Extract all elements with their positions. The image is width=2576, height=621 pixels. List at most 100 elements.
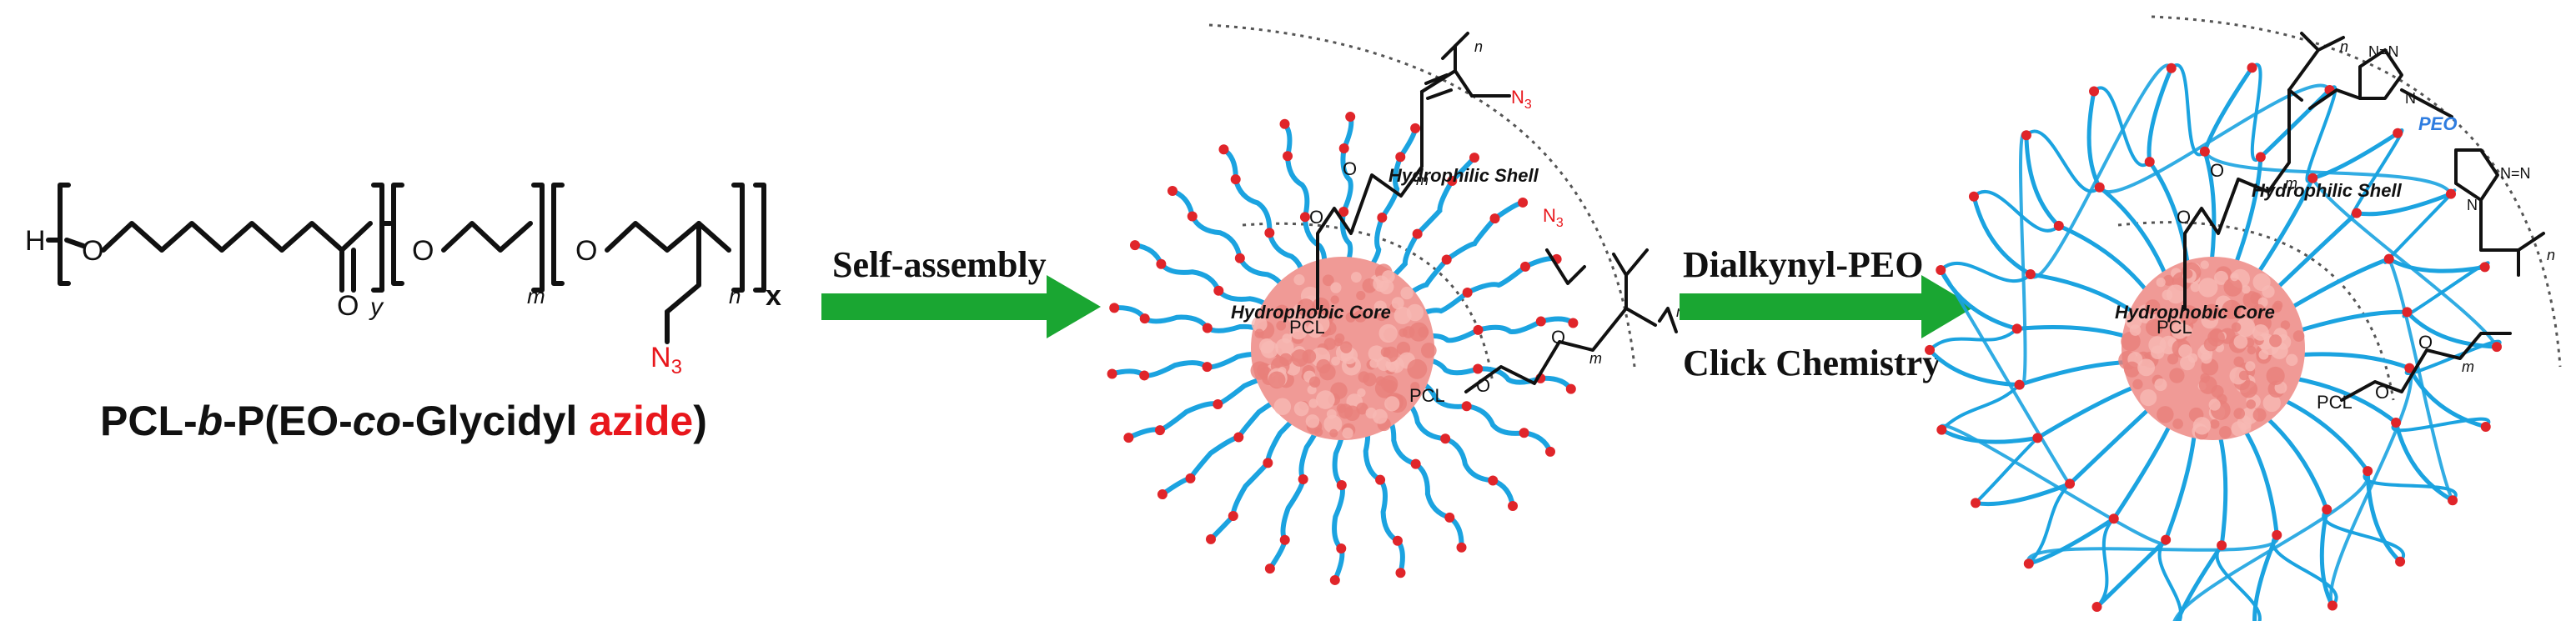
core-texture <box>1279 353 1293 366</box>
azide-dot <box>1456 542 1467 553</box>
oxygen-atom-1: O <box>82 235 103 267</box>
core-texture <box>2245 361 2256 372</box>
core-texture <box>2233 408 2246 419</box>
core-texture <box>1293 274 1305 286</box>
core-texture <box>2280 320 2291 330</box>
m1-oxygen-c: O <box>1476 375 1490 396</box>
core-texture <box>1382 270 1395 283</box>
core-texture <box>2145 318 2163 337</box>
triazole-dot <box>2011 323 2022 334</box>
step1-label: Self-assembly <box>832 244 1047 285</box>
micelle-2: PCL PCL O O O O n n m m N=N N N=N N PEO … <box>1925 15 2562 621</box>
crosslinked-chain <box>1938 268 2142 343</box>
peg-chain <box>1407 256 1559 322</box>
core-texture <box>1384 396 1400 412</box>
polymer-atoms: H O O O O y m n x N3 <box>25 225 781 378</box>
azide-dot <box>1129 240 1140 251</box>
triazole-dot <box>2094 182 2105 193</box>
subscript-y: y <box>369 293 384 321</box>
azide-label: N3 <box>650 342 682 378</box>
azide-dot <box>1154 425 1165 436</box>
core-texture <box>2157 406 2174 423</box>
azide-dot <box>1345 112 1356 123</box>
azide-dot <box>1473 363 1484 374</box>
core-texture <box>1254 328 1264 338</box>
shell-arc-2 <box>2151 15 2562 368</box>
m2-triazole-n-d: N <box>2467 197 2478 213</box>
subscript-x: x <box>766 280 781 312</box>
m2-sub-n-a: n <box>2340 38 2348 55</box>
micelle-1-zoom-structure <box>1316 32 1678 393</box>
triazole-dot <box>2021 130 2031 141</box>
core-texture <box>1356 290 1366 301</box>
micelle-1: PCL PCL O O O O n n m m N3 N3 Hydrophili… <box>1107 23 1685 585</box>
core-texture <box>2169 368 2185 383</box>
azide-dot <box>1167 186 1178 197</box>
azide-dot <box>1338 207 1349 218</box>
core-texture <box>2252 408 2267 422</box>
core-texture <box>1276 320 1287 331</box>
core-texture <box>1268 371 1286 389</box>
peo-crosslink <box>2017 131 2028 389</box>
core-texture <box>2192 417 2212 435</box>
m2-core-label: Hydrophobic Core <box>2115 302 2275 323</box>
core-texture <box>1377 357 1392 371</box>
azide-dot <box>1263 458 1273 468</box>
core-texture <box>2140 389 2157 407</box>
azide-dot <box>1264 563 1275 574</box>
micelle-2-core <box>2118 257 2305 440</box>
peg-chain <box>1395 199 1526 303</box>
core-texture <box>1350 272 1362 283</box>
core-texture <box>1274 304 1289 319</box>
core-texture <box>2233 356 2244 368</box>
core-texture <box>1358 371 1370 383</box>
azide-dot <box>1395 568 1406 578</box>
peg-chain <box>1109 351 1273 378</box>
triazole-dot <box>2108 513 2119 524</box>
peo-crosslink <box>2311 177 2498 348</box>
triazole-dot <box>1936 265 1946 276</box>
azide-dot <box>1462 287 1473 298</box>
peo-crosslink <box>2025 129 2101 193</box>
core-texture <box>1310 314 1330 333</box>
triazole-dot <box>1936 424 1947 435</box>
azide-dot <box>1545 446 1556 457</box>
triazole-dot <box>2445 188 2456 199</box>
peo-crosslink <box>2391 417 2491 433</box>
m1-sub-m-b: m <box>1589 350 1602 367</box>
m2-sub-m-b: m <box>2462 358 2474 375</box>
micelle-2-network <box>1927 63 2502 621</box>
triazole-dot <box>2391 417 2402 428</box>
triazole-dot <box>2272 529 2282 540</box>
azide-dot <box>1444 512 1455 523</box>
core-texture <box>1380 375 1398 393</box>
triazole-dot <box>2144 157 2155 168</box>
end-group-h: H <box>25 225 46 257</box>
self-assembly-arrow <box>821 275 1101 338</box>
core-texture <box>1316 390 1335 409</box>
micelle-2-zoom-structure <box>2183 32 2545 402</box>
peo-crosslink <box>1974 436 2039 504</box>
core-texture <box>2292 330 2305 342</box>
triazole-dot <box>2091 602 2102 613</box>
core-texture <box>2269 334 2282 348</box>
core-texture <box>1357 388 1366 398</box>
peo-crosslink <box>2387 258 2454 502</box>
core-texture <box>1331 356 1341 366</box>
core-texture <box>1275 338 1294 358</box>
triazole-dot <box>2327 600 2337 611</box>
azide-dot <box>1508 500 1519 511</box>
m1-azide-a: N3 <box>1511 87 1532 112</box>
micelle-1-core <box>1250 257 1437 440</box>
triazole-dot <box>1968 191 1979 202</box>
azide-dot <box>1519 428 1529 438</box>
triazole-dot <box>2383 253 2394 264</box>
triazole-dot <box>2032 433 2043 443</box>
azide-dot <box>1139 313 1150 324</box>
triazole-dot <box>2166 63 2177 73</box>
azide-dot <box>1202 323 1213 333</box>
core-texture <box>2121 331 2141 352</box>
peg-chain <box>1332 418 1346 583</box>
core-texture <box>2223 278 2242 297</box>
